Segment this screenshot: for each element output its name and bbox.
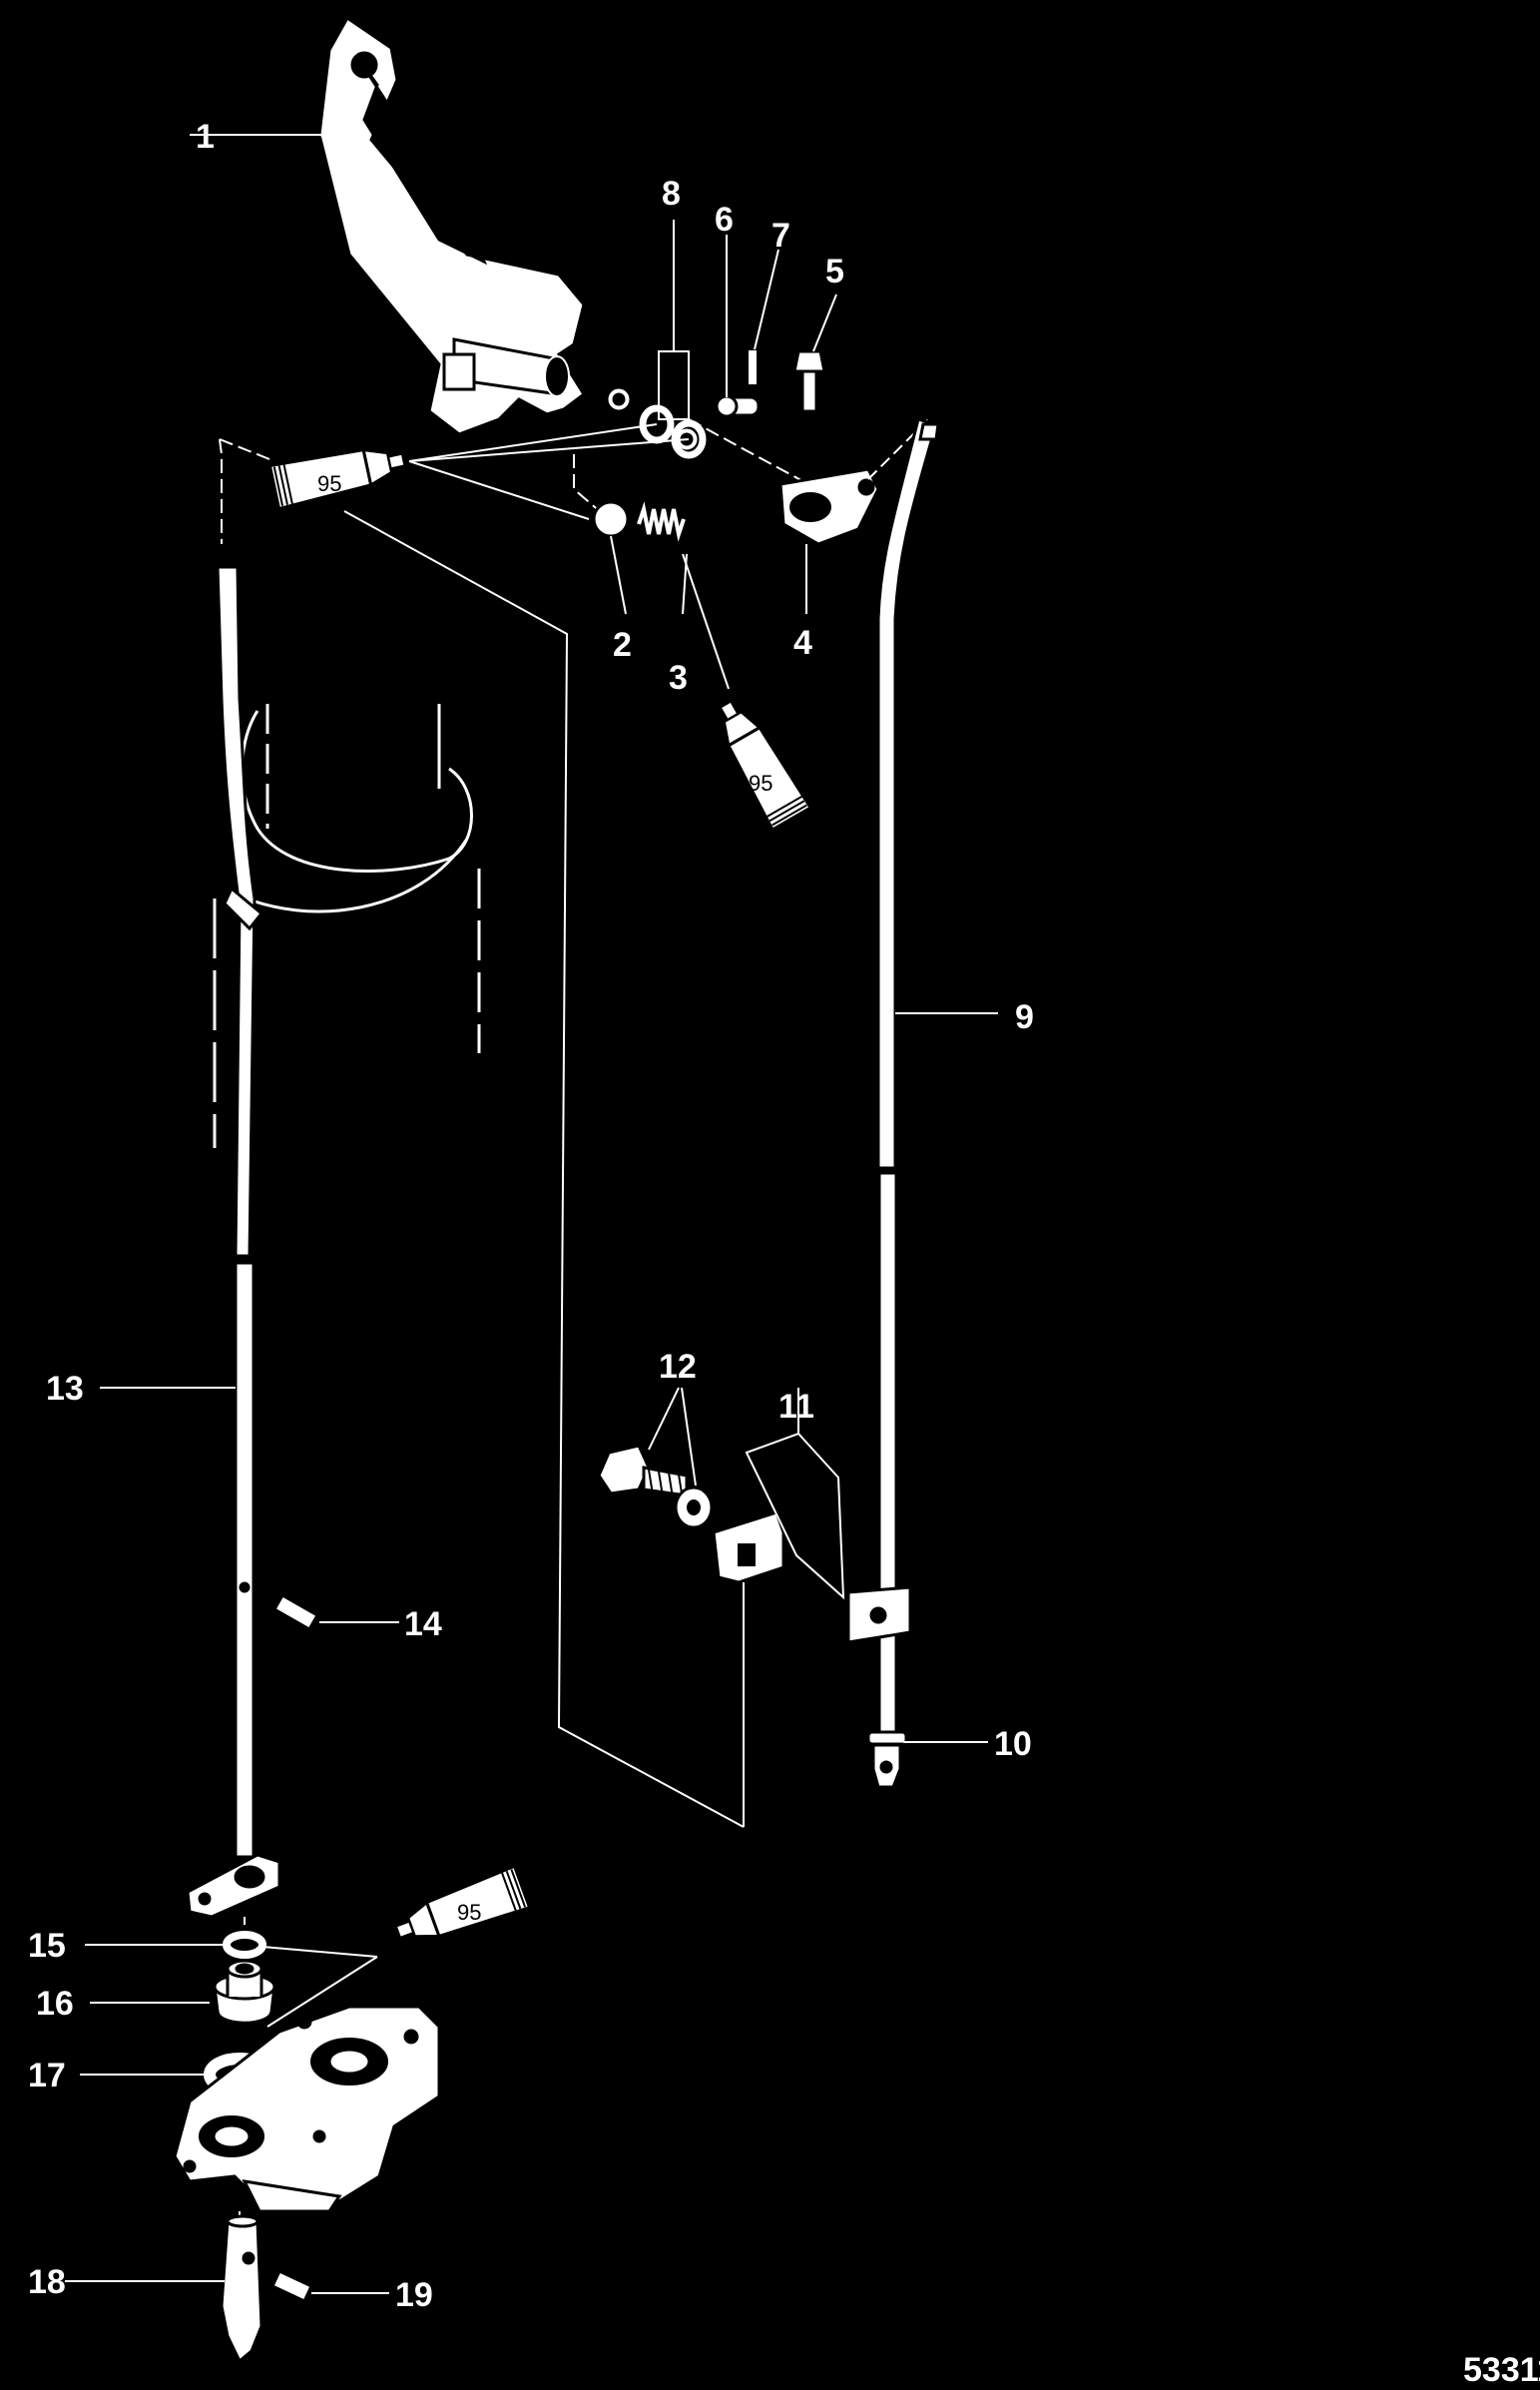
sealant-tube-label: 95 (457, 1900, 481, 1925)
shift-rod-upper-part (876, 417, 940, 1170)
o-ring-part (223, 1931, 266, 1959)
callout-label: 2 (613, 626, 632, 664)
sealant-tube-label: 95 (317, 471, 341, 496)
callout-label: 3 (669, 659, 688, 697)
shift-handle-part (317, 15, 701, 453)
roll-pin-part (239, 1581, 320, 1632)
bushing-part (213, 1959, 276, 2025)
callout-label: 12 (659, 1348, 697, 1386)
callout-label: 13 (46, 1370, 84, 1408)
shift-rod-lower-part (877, 1171, 898, 1744)
detent-spring-part (637, 501, 686, 542)
sealant-tube-icon (705, 692, 812, 832)
shift-coupler-part (220, 2214, 263, 2364)
callout-label: 17 (28, 2057, 66, 2094)
callout-label: 4 (793, 624, 812, 662)
callout-label: 14 (404, 1605, 442, 1643)
callout-11-bracket (745, 1432, 845, 1600)
roll-pin-part (270, 2269, 313, 2303)
figure-number: 53311 (1463, 2351, 1540, 2389)
pin-part (715, 394, 761, 418)
pump-base-part (173, 2005, 441, 2213)
callout-label: 19 (395, 2276, 433, 2314)
retainer-plate-part (186, 1853, 281, 1919)
shift-lever-part (778, 467, 880, 546)
cotter-pin-part (747, 348, 759, 386)
shift-shaft-upper-part (216, 565, 264, 1258)
callout-label: 9 (1015, 998, 1034, 1036)
detent-ball-part (592, 500, 630, 538)
screw-part (792, 349, 826, 413)
rod-coupler-part (846, 1585, 912, 1644)
callout-label: 18 (28, 2263, 66, 2301)
callout-label: 11 (778, 1388, 814, 1426)
callout-label: 16 (36, 1985, 74, 2023)
callout-label: 15 (28, 1927, 66, 1965)
washer-part (674, 1486, 714, 1529)
callout-8-bracket (658, 350, 690, 420)
rod-end-part (866, 1730, 908, 1789)
sealant-tube-label: 95 (749, 771, 772, 796)
callout-label: 1 (196, 118, 215, 156)
callout-label: 5 (825, 253, 844, 291)
callout-label: 7 (771, 217, 790, 255)
shift-shaft-lower-part (234, 1261, 256, 1859)
assembly-dashed-line (343, 510, 745, 1828)
callout-label: 8 (662, 175, 681, 213)
o-ring-part (639, 404, 707, 459)
bolt-part (597, 1444, 689, 1500)
callout-label: 6 (715, 201, 734, 239)
clip-part (712, 1510, 785, 1584)
callout-label: 10 (994, 1725, 1032, 1763)
